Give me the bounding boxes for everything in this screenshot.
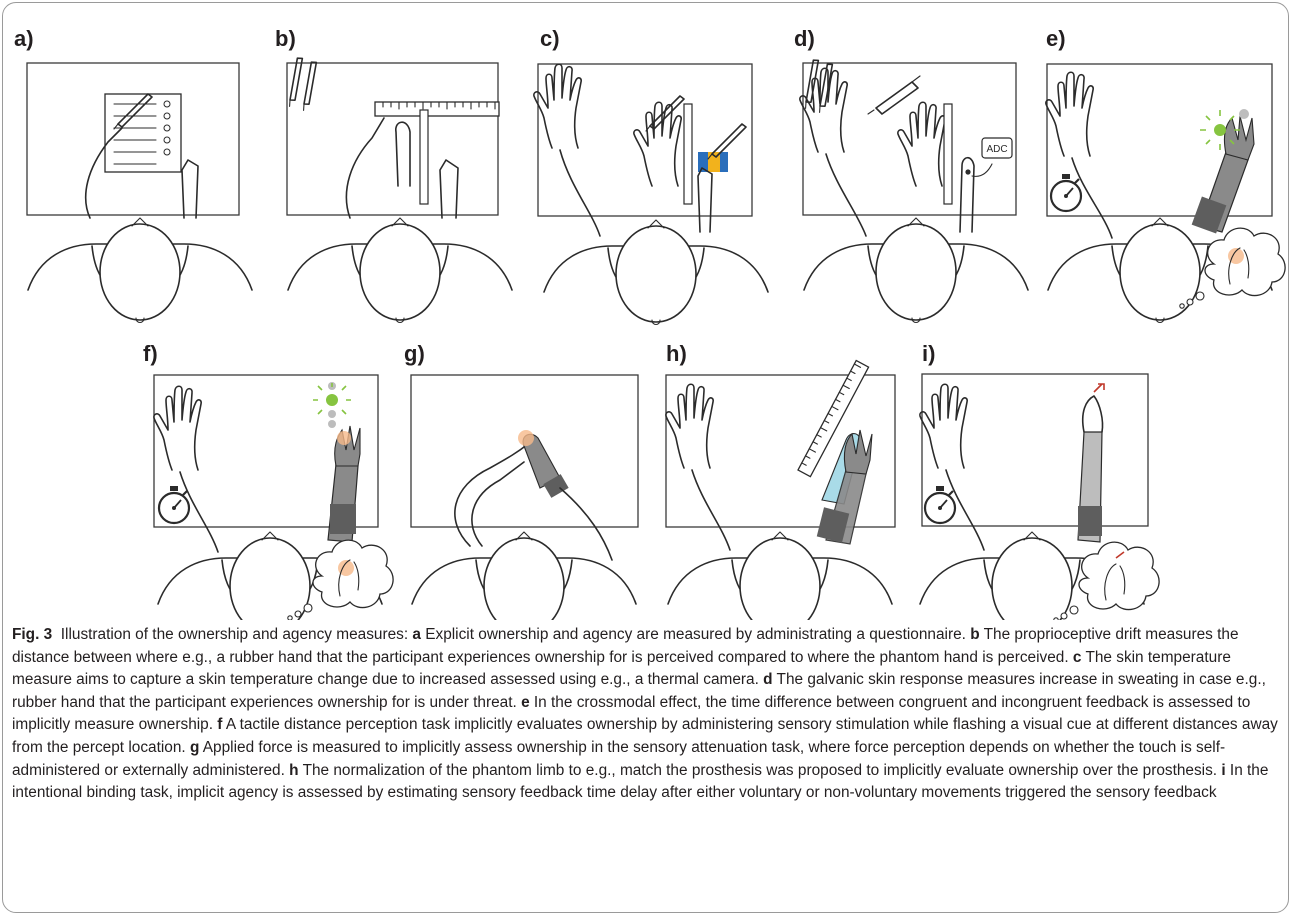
caption-item-c-letter: c <box>1073 649 1082 666</box>
prosthesis-socket <box>330 504 356 534</box>
panel-a-label: a) <box>14 26 34 51</box>
caption-item-b-letter: b <box>970 626 979 643</box>
panel-d-illustration: ADC <box>786 58 1028 323</box>
panel-f-illustration <box>154 375 393 620</box>
figure-illustrations: a) b) c) d) e) f) g) h) i) <box>0 0 1293 620</box>
led-green-icon <box>1200 110 1240 150</box>
panel-d-label: d) <box>794 26 815 51</box>
panel-h-illustration <box>666 361 895 620</box>
caption-item-a-letter: a <box>412 626 421 643</box>
figure-number: Fig. 3 <box>12 626 52 643</box>
caption-item-a-text: Explicit ownership and agency are measur… <box>425 626 966 643</box>
figure-caption: Fig. 3 Illustration of the ownership and… <box>12 624 1280 805</box>
caption-item-h-letter: h <box>289 762 298 779</box>
panel-c-label: c) <box>540 26 560 51</box>
panel-g-label: g) <box>404 341 425 366</box>
led-gray-icon <box>1239 109 1249 119</box>
panel-g-illustration <box>411 375 638 620</box>
caption-item-d-letter: d <box>763 671 772 688</box>
caption-item-e-letter: e <box>521 694 530 711</box>
panel-h-label: h) <box>666 341 687 366</box>
panel-f-label: f) <box>143 341 158 366</box>
caption-item-h-text: The normalization of the phantom limb to… <box>303 762 1218 779</box>
prosthesis-socket <box>1078 506 1102 536</box>
panel-c-illustration <box>534 64 768 325</box>
panel-b-illustration <box>270 56 512 323</box>
caption-item-i-letter: i <box>1221 762 1225 779</box>
caption-item-g-letter: g <box>190 739 199 756</box>
panel-a-illustration <box>27 63 252 323</box>
panel-e-illustration <box>1046 64 1285 323</box>
panel-b-label: b) <box>275 26 296 51</box>
adc-label: ADC <box>986 144 1007 155</box>
caption-item-f-letter: f <box>217 716 222 733</box>
caption-intro: Illustration of the ownership and agency… <box>61 626 408 643</box>
panel-i-illustration <box>920 374 1159 620</box>
panel-i-label: i) <box>922 341 935 366</box>
panel-e-label: e) <box>1046 26 1066 51</box>
